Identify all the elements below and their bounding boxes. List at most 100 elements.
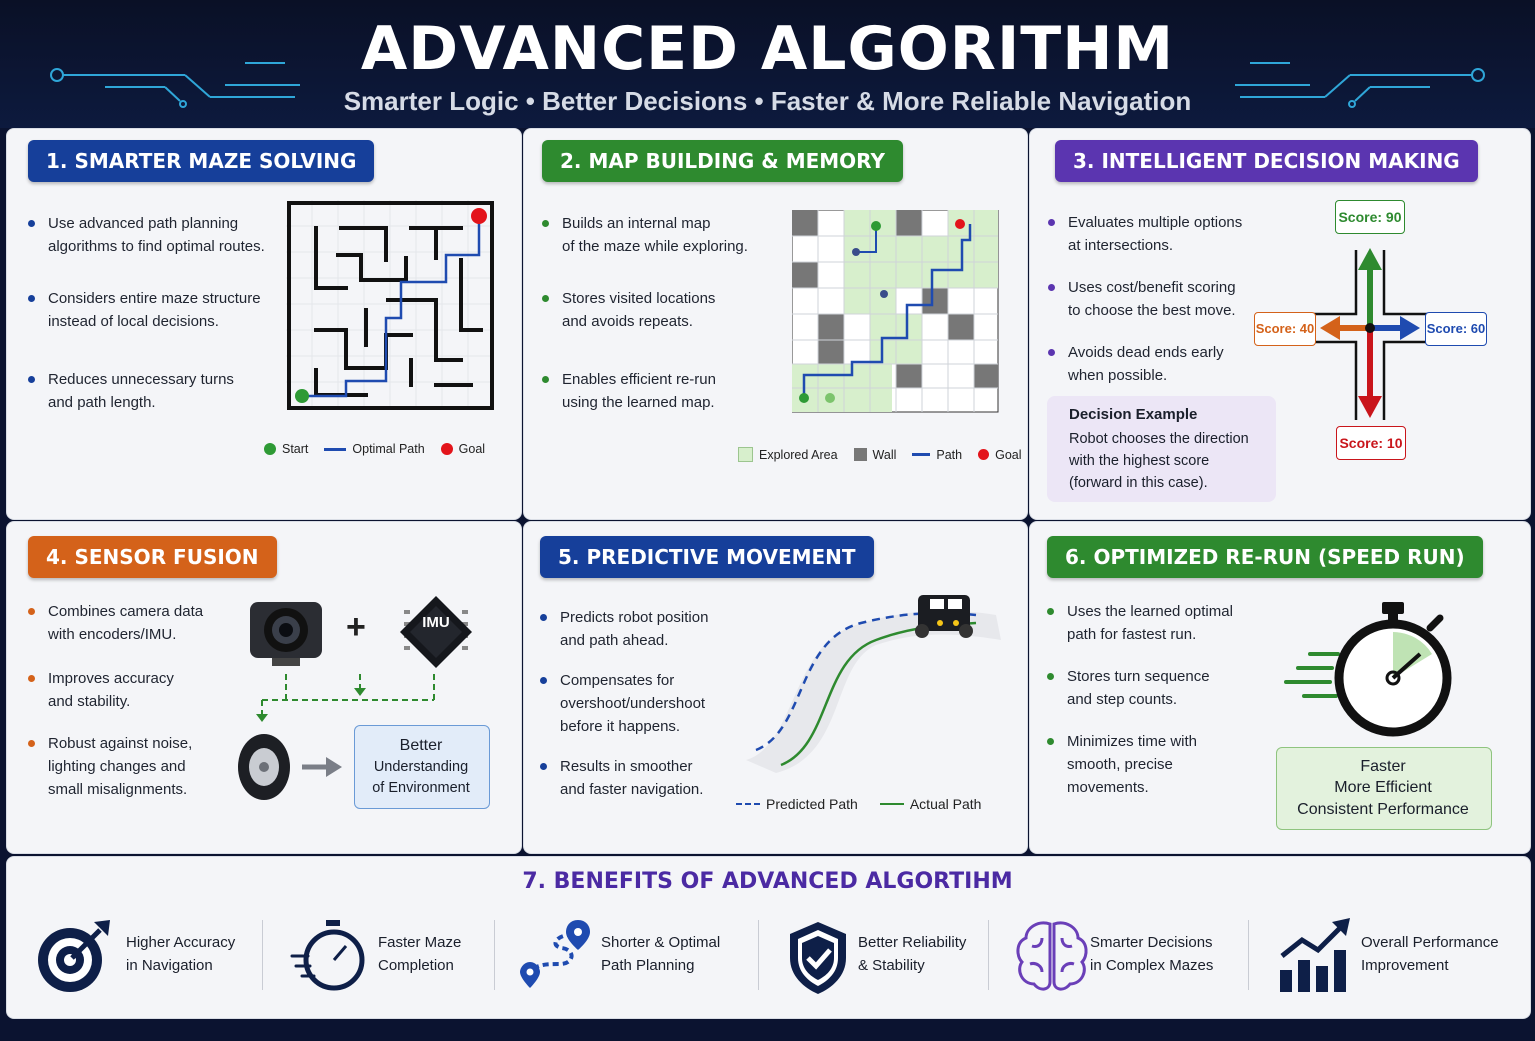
- camera-icon: [250, 602, 322, 666]
- legend-actual-path: Actual Path: [909, 796, 982, 812]
- imu-chip-icon: [400, 596, 472, 668]
- legend-explored-area: Explored Area: [759, 447, 838, 462]
- decision-example-title: Decision Example: [1069, 406, 1198, 423]
- sensor-fusion-bullets: Combines camera data with encoders/IMU. …: [28, 600, 248, 801]
- bullet-item: Uses cost/benefit scoring to choose the …: [1048, 276, 1268, 322]
- speed-run-result-box: [1276, 747, 1492, 830]
- bullet-item: Predicts robot position and path ahead.: [540, 606, 740, 652]
- map-path-line: [802, 224, 972, 398]
- divider: [758, 920, 759, 990]
- stopwatch-icon: [1284, 602, 1452, 737]
- bullet-item: Robust against noise, lighting changes a…: [28, 732, 248, 801]
- divider: [988, 920, 989, 990]
- badge-sensor-fusion: 4. SENSOR FUSION: [28, 536, 277, 578]
- bullet-item: Improves accuracy and stability.: [28, 667, 248, 713]
- plus-sign: +: [346, 608, 366, 646]
- legend-predicted-path: Predicted Path: [766, 796, 858, 812]
- arrow-right-icon: [1400, 316, 1420, 340]
- predictive-legend: Predicted Path Actual Path: [736, 796, 997, 812]
- understanding-text: Understanding of Environment: [372, 759, 470, 796]
- bullet-item: Stores turn sequence and step counts.: [1047, 665, 1257, 711]
- badge-decision-making: 3. INTELLIGENT DECISION MAKING: [1055, 140, 1478, 182]
- header: ADVANCED ALGORITHM Smarter Logic • Bette…: [0, 0, 1535, 128]
- decision-bullets: Evaluates multiple options at intersecti…: [1048, 211, 1268, 387]
- legend-goal: Goal: [458, 442, 486, 456]
- score-left: Score: 40: [1254, 312, 1316, 346]
- legend-optimal-path: Optimal Path: [352, 442, 425, 456]
- goal-swatch: [978, 449, 990, 460]
- goal-marker: [471, 208, 487, 224]
- legend-path: Path: [936, 447, 963, 462]
- benefit-performance: Overall Performance Improvement: [1361, 934, 1499, 974]
- predictive-bullets: Predicts robot position and path ahead. …: [540, 606, 740, 801]
- legend-wall: Wall: [872, 447, 897, 462]
- maze-solving-bullets: Use advanced path planning algorithms to…: [28, 212, 288, 414]
- predictive-road-diagram: [746, 595, 1001, 773]
- maze-legend: Start Optimal Path Goal: [264, 442, 501, 456]
- speed-run-result-line-1: Faster: [1360, 758, 1406, 775]
- bullet-item: Uses the learned optimal path for fastes…: [1047, 600, 1257, 646]
- path-swatch: [324, 447, 347, 451]
- bullet-item: Enables efficient re-run using the learn…: [542, 368, 782, 414]
- map-grid-diagram: [792, 210, 999, 413]
- bullet-item: Minimizes time with smooth, precise move…: [1047, 730, 1257, 799]
- benefit-speed: Faster Maze Completion: [378, 934, 462, 974]
- bullet-item: Use advanced path planning algorithms to…: [28, 212, 288, 258]
- bullet-item: Considers entire maze structure instead …: [28, 287, 288, 333]
- benefit-reliability: Better Reliability & Stability: [858, 934, 967, 974]
- speed-run-result-line-2: More Efficient: [1334, 779, 1432, 796]
- decision-intersection-diagram: [1310, 248, 1430, 420]
- speed-run-bullets: Uses the learned optimal path for fastes…: [1047, 600, 1257, 799]
- badge-map-building: 2. MAP BUILDING & MEMORY: [542, 140, 903, 182]
- predicted-swatch: [736, 803, 760, 805]
- legend-start: Start: [282, 442, 309, 456]
- bullet-item: Evaluates multiple options at intersecti…: [1048, 211, 1268, 257]
- benefit-path-planning: Shorter & Optimal Path Planning: [601, 934, 721, 974]
- decision-example-box: Decision Example Robot chooses the direc…: [1047, 396, 1276, 502]
- explored-swatch: [738, 447, 753, 462]
- score-up: Score: 90: [1335, 200, 1405, 234]
- bullet-item: Reduces unnecessary turns and path lengt…: [28, 368, 288, 414]
- badge-predictive-movement: 5. PREDICTIVE MOVEMENT: [540, 536, 874, 578]
- bullet-item: Stores visited locations and avoids repe…: [542, 287, 782, 333]
- bullet-item: Builds an internal map of the maze while…: [542, 212, 782, 258]
- circuit-decoration-left: [50, 62, 300, 108]
- robot-icon: [915, 595, 973, 638]
- speed-run-result-line-3: Consistent Performance: [1297, 801, 1469, 818]
- optimal-path-line: [302, 216, 481, 398]
- route-icon: [520, 920, 590, 988]
- bullet-item: Compensates for overshoot/undershoot bef…: [540, 669, 740, 738]
- badge-maze-solving: 1. SMARTER MAZE SOLVING: [28, 140, 375, 182]
- bullet-item: Results in smoother and faster navigatio…: [540, 755, 740, 801]
- page-subtitle: Smarter Logic • Better Decisions • Faste…: [343, 86, 1192, 116]
- benefit-accuracy: Higher Accuracy in Navigation: [126, 934, 236, 974]
- circuit-decoration-right: [1235, 62, 1485, 108]
- panel-benefits: [6, 856, 1531, 1019]
- benefits-title: 7. BENEFITS OF ADVANCED ALGORTIHM: [522, 869, 1013, 894]
- divider: [494, 920, 495, 990]
- legend-goal: Goal: [995, 447, 1022, 462]
- shield-check-icon: [790, 922, 846, 994]
- understanding-box: [354, 725, 490, 809]
- arrow-right-icon: [302, 757, 342, 777]
- badge-speed-run: 6. OPTIMIZED RE-RUN (SPEED RUN): [1047, 536, 1483, 578]
- growth-chart-icon: [1280, 918, 1350, 992]
- path-swatch: [912, 453, 931, 456]
- goal-swatch: [440, 443, 453, 455]
- bullet-item: Avoids dead ends early when possible.: [1048, 341, 1268, 387]
- map-legend: Explored Area Wall Path Goal: [738, 447, 1038, 462]
- start-marker: [295, 389, 309, 403]
- imu-label: IMU: [422, 614, 450, 631]
- wall-swatch: [853, 448, 867, 461]
- bullet-item: Combines camera data with encoders/IMU.: [28, 600, 248, 646]
- map-goal-marker: [955, 219, 965, 229]
- stopwatch-icon: [290, 920, 365, 991]
- divider: [262, 920, 263, 990]
- brain-icon: [1016, 921, 1088, 991]
- map-building-bullets: Builds an internal map of the maze while…: [542, 212, 782, 414]
- maze-diagram: [286, 200, 494, 410]
- score-down: Score: 10: [1336, 426, 1406, 460]
- actual-swatch: [879, 802, 904, 806]
- page-title: ADVANCED ALGORITHM: [360, 14, 1175, 84]
- divider: [1248, 920, 1249, 990]
